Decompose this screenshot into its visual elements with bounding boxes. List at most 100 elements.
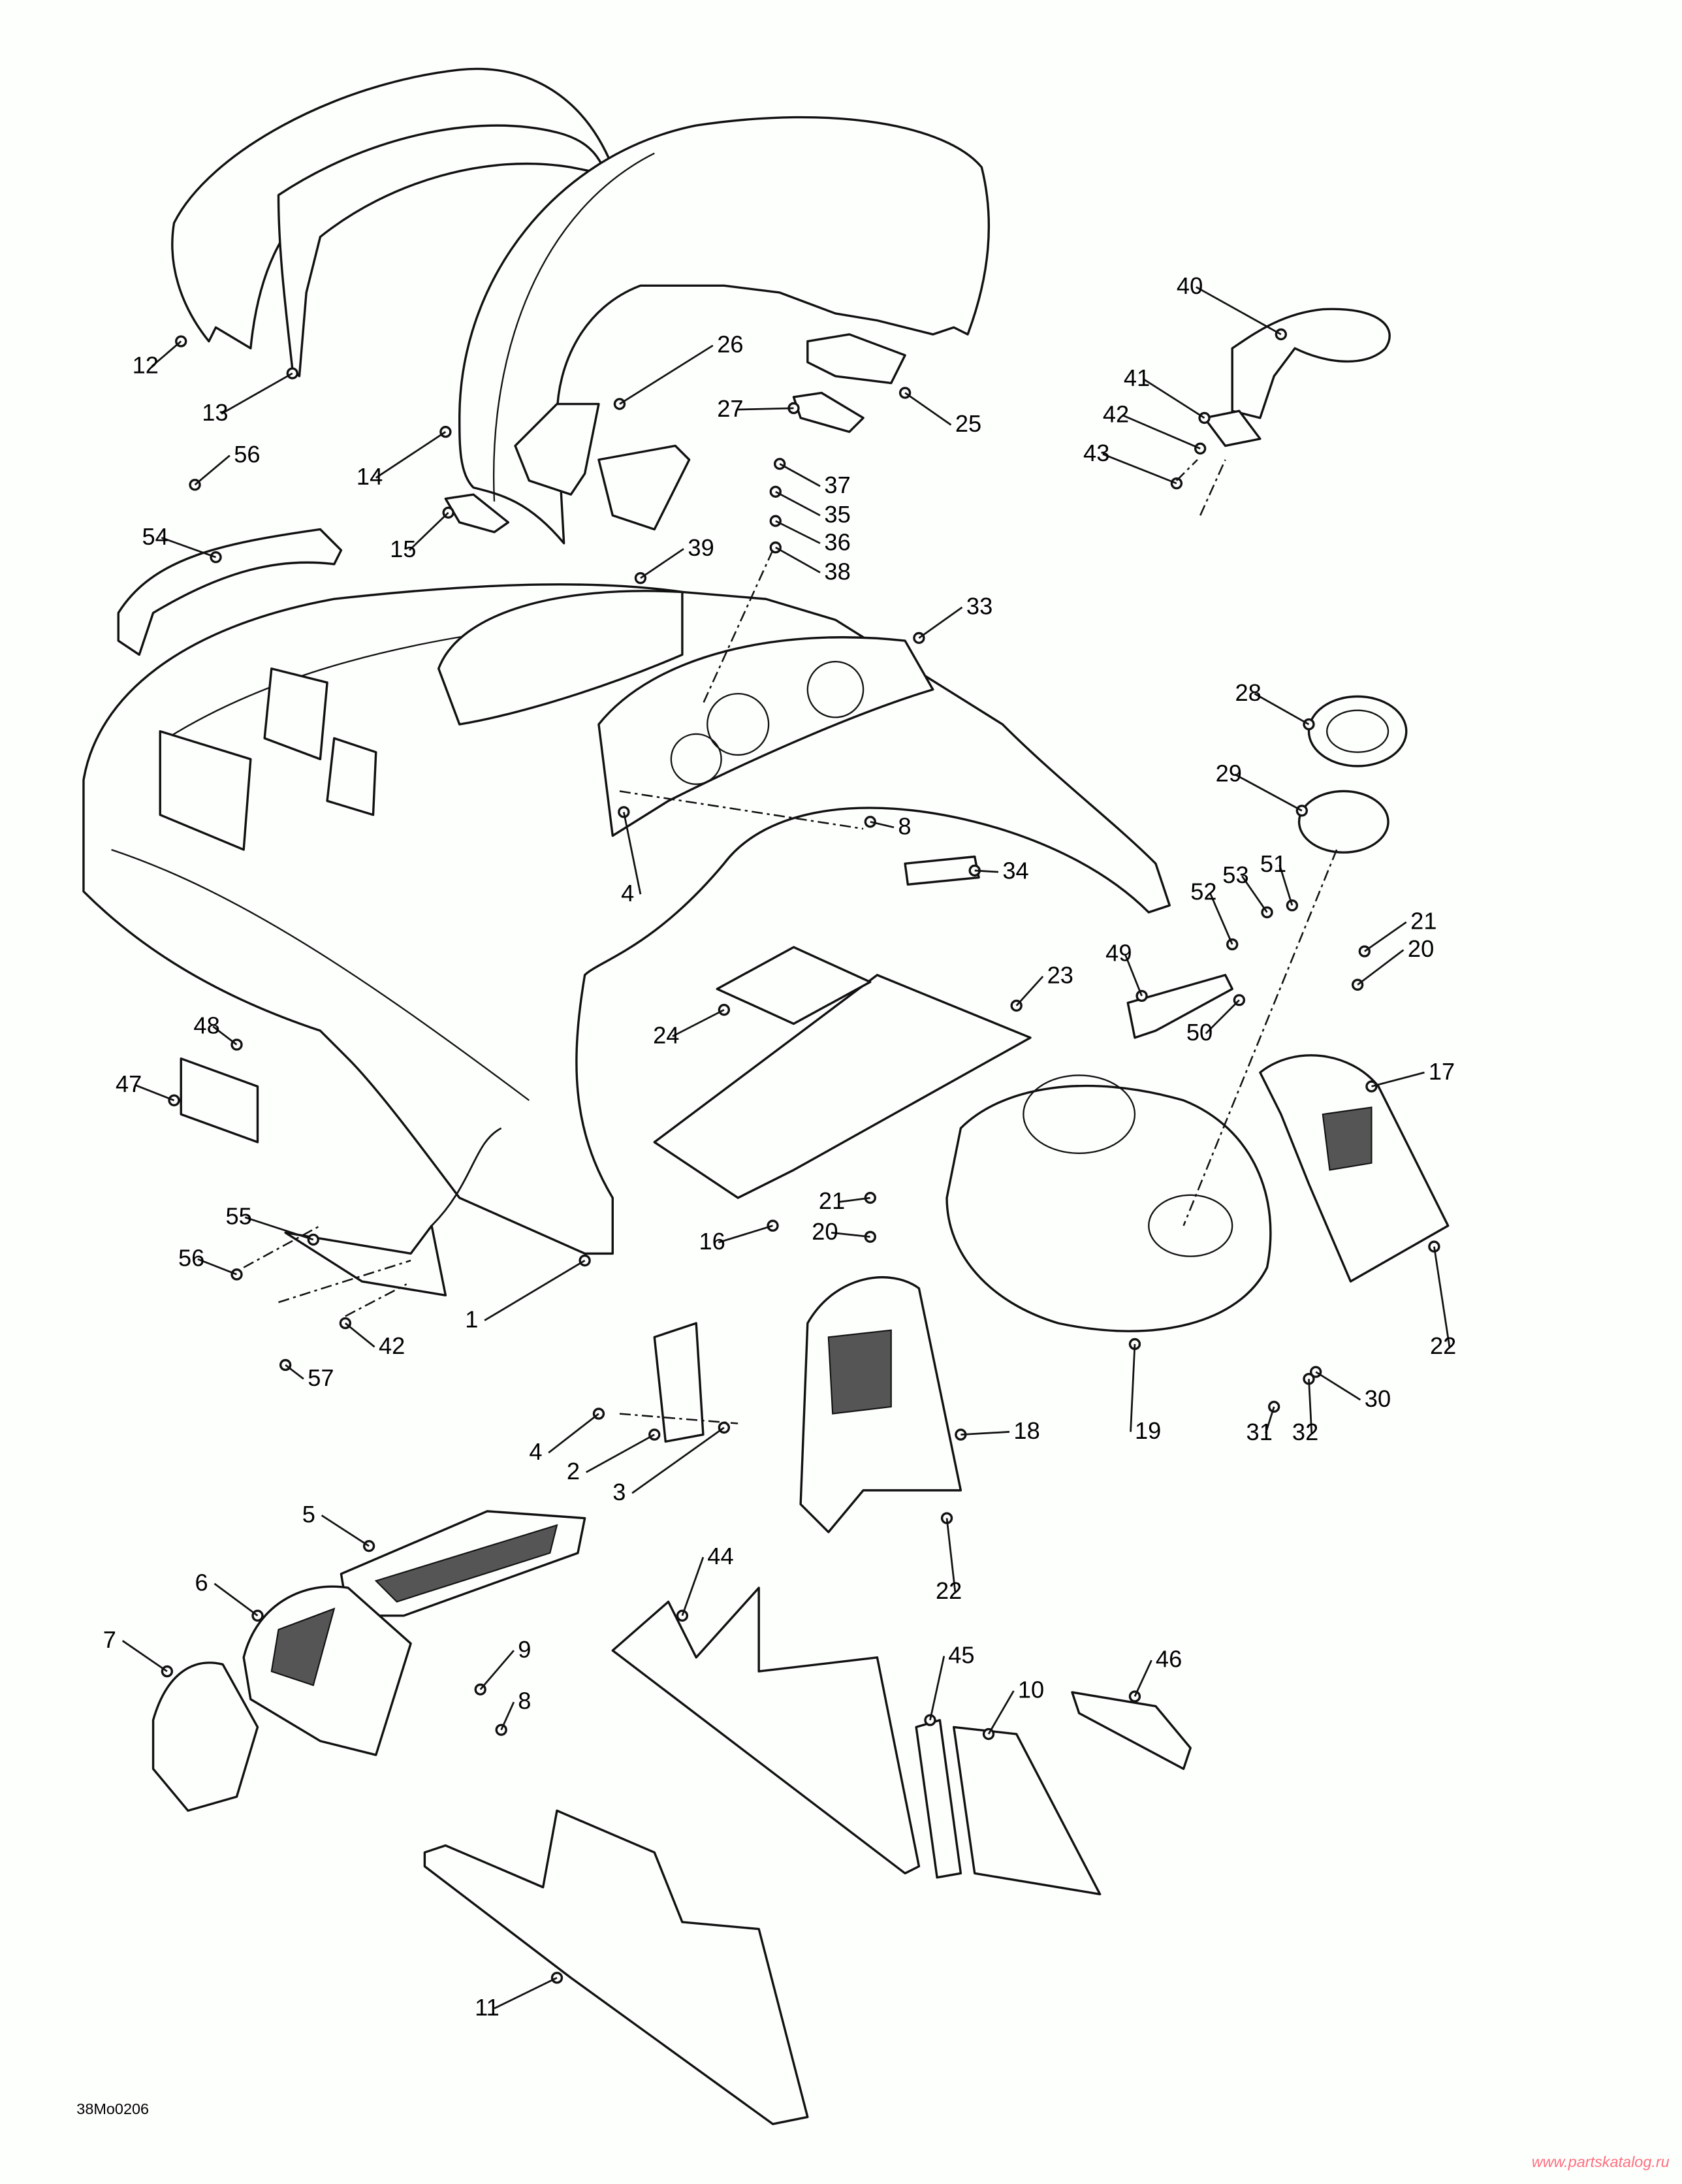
callout-36: 36 (824, 528, 850, 555)
leader-line (631, 1426, 725, 1494)
part-vent-right (326, 737, 377, 816)
part-45 (915, 1719, 962, 1879)
leader-line (1124, 954, 1143, 997)
leader-line (870, 820, 895, 829)
callout-5: 5 (302, 1501, 315, 1528)
leader-line (1364, 921, 1407, 952)
part-panel-11 (423, 1809, 809, 2125)
callout-18: 18 (1013, 1417, 1039, 1444)
leader-line (838, 1196, 870, 1203)
callout-41: 41 (1124, 364, 1150, 391)
callout-6: 6 (195, 1569, 208, 1596)
callout-47: 47 (116, 1070, 142, 1097)
callout-32: 32 (1292, 1419, 1318, 1445)
leader-line (548, 1413, 599, 1454)
callout-4: 4 (621, 880, 634, 907)
part-2 (653, 1322, 705, 1443)
leader-line (1308, 1379, 1313, 1434)
part-console-39 (437, 590, 684, 726)
leader-line (479, 1650, 515, 1690)
leader-line (1241, 875, 1268, 913)
drawing-code: 38Mo0206 (76, 2100, 149, 2117)
leader-line (221, 372, 293, 415)
callout-49: 49 (1105, 940, 1132, 967)
leader-line (121, 1640, 168, 1673)
callout-44: 44 (707, 1543, 733, 1569)
callout-26: 26 (717, 331, 743, 358)
leader-line (1357, 949, 1404, 986)
fastener (718, 1004, 731, 1016)
callout-55: 55 (225, 1203, 251, 1230)
callout-39: 39 (688, 534, 714, 561)
leader-line (1142, 378, 1205, 419)
leader-line (1122, 414, 1201, 450)
callout-8: 8 (898, 812, 911, 839)
part-17 (1259, 1054, 1450, 1283)
callout-28: 28 (1235, 679, 1261, 706)
watermark: www.partskatalog.ru (1532, 2153, 1670, 2170)
leader-line (945, 1518, 957, 1592)
callout-13: 13 (202, 399, 228, 426)
part-vent-left (159, 730, 252, 851)
fastener (613, 398, 626, 410)
leader-line (484, 1259, 586, 1321)
leader-line (918, 606, 963, 639)
leader-line (194, 455, 230, 486)
part-10 (953, 1726, 1102, 1895)
leader-line (197, 1258, 238, 1276)
part-bracket-49 (1126, 974, 1233, 1039)
leader-line (1433, 1246, 1451, 1347)
part-body-19 (945, 1084, 1272, 1332)
callout-19: 19 (1135, 1417, 1161, 1444)
leader-line (640, 548, 684, 579)
callout-12: 12 (133, 352, 159, 379)
leader-line (622, 812, 642, 895)
part-54 (117, 528, 343, 656)
part-panel-44 (611, 1586, 921, 1875)
part-tray-23 (653, 974, 1032, 1199)
leader-line (1234, 773, 1303, 812)
callout-20: 20 (812, 1218, 838, 1245)
part-41 (1203, 410, 1262, 447)
callout-1: 1 (465, 1306, 478, 1332)
leader-line (408, 511, 449, 551)
leader-line (244, 1216, 314, 1241)
part-grille-7 (151, 1662, 259, 1812)
leader-line (775, 490, 821, 517)
leader-line (344, 1322, 375, 1348)
leader-line (1196, 286, 1282, 336)
leader-line (831, 1231, 870, 1238)
leader-line (974, 869, 999, 873)
callout-4: 4 (529, 1438, 542, 1465)
leader-line (1371, 1071, 1425, 1087)
mesh-5 (374, 1524, 558, 1603)
callout-10: 10 (1018, 1677, 1044, 1703)
fastener (168, 1094, 180, 1106)
part-15 (444, 493, 510, 534)
callout-11: 11 (475, 1994, 500, 2021)
leader-line (672, 1008, 725, 1037)
callout-37: 37 (824, 472, 850, 498)
leader-line (929, 1656, 945, 1721)
callout-17: 17 (1429, 1058, 1455, 1085)
callout-22: 22 (1430, 1332, 1456, 1359)
part-ring-28 (1307, 695, 1408, 767)
part-mirror-40 (1231, 308, 1391, 419)
part-ring-29 (1297, 790, 1389, 854)
leader-line (1265, 1406, 1275, 1434)
leader-line (681, 1556, 705, 1616)
part-windshield-13 (277, 124, 607, 377)
leader-line (1209, 892, 1233, 945)
part-55 (284, 1225, 447, 1297)
part-windshield-14 (458, 116, 991, 545)
callout-42: 42 (1103, 400, 1129, 427)
callout-52: 52 (1190, 878, 1216, 905)
leader-line (1205, 999, 1240, 1035)
callout-16: 16 (699, 1228, 725, 1255)
callout-34: 34 (1002, 858, 1028, 884)
fastener (1268, 1400, 1280, 1413)
leader-line (1254, 692, 1310, 726)
leader-line (775, 520, 821, 545)
callout-27: 27 (717, 395, 743, 422)
